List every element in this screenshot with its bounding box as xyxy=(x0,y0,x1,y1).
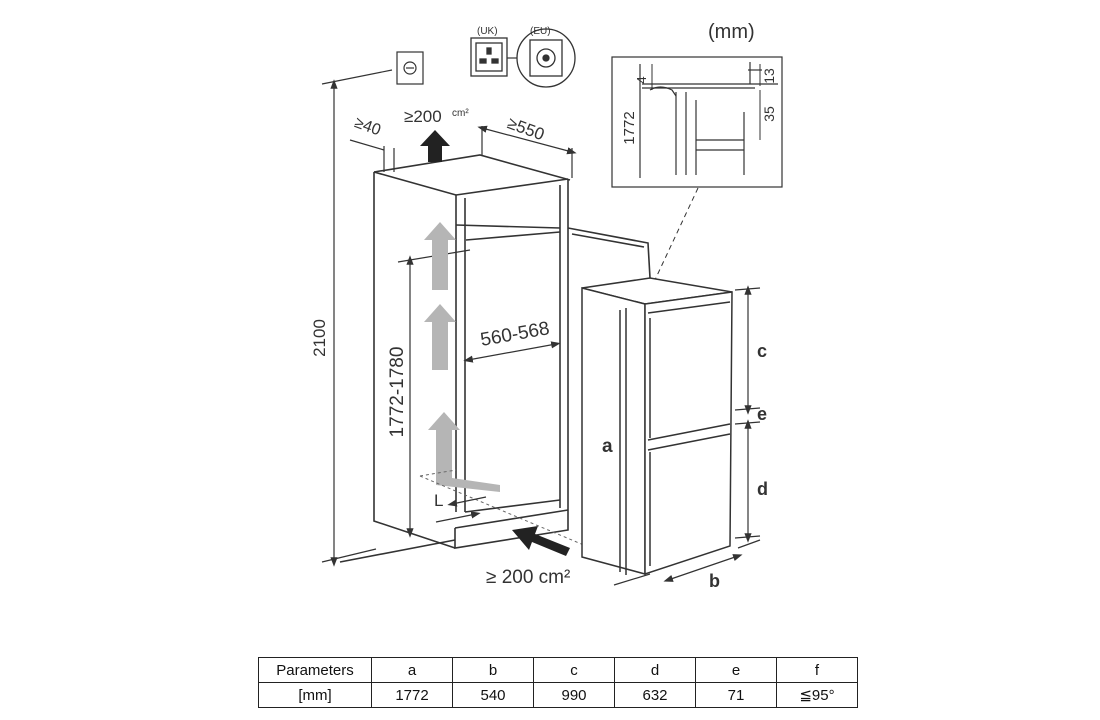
table-row: [mm] 1772 540 990 632 71 ≦95° xyxy=(258,682,858,708)
table-cell: c xyxy=(533,657,615,683)
parameters-table: Parameters a b c d e f [mm] 1772 540 990… xyxy=(258,657,858,708)
label-d: d xyxy=(757,479,768,499)
table-cell: e xyxy=(695,657,777,683)
total-height-label: 2100 xyxy=(310,319,329,357)
units-note: (mm) xyxy=(708,21,755,43)
table-cell: Parameters xyxy=(258,657,372,683)
uk-label: (UK) xyxy=(477,26,498,37)
top-gap-label: ≥40 xyxy=(352,114,383,139)
top-gap-dimension xyxy=(349,139,395,172)
bottom-vent-arrow xyxy=(512,526,570,556)
detail-inset xyxy=(611,56,783,188)
niche-width-dimension xyxy=(463,341,561,363)
earth-connection-symbol xyxy=(396,51,424,85)
table-cell: f xyxy=(776,657,858,683)
table-cell: 71 xyxy=(695,682,777,708)
table-header-row: Parameters a b c d e f xyxy=(258,657,858,683)
table-cell: a xyxy=(371,657,453,683)
detail-13-label: 13 xyxy=(761,68,777,84)
appliance xyxy=(581,277,733,576)
label-b: b xyxy=(709,571,720,591)
niche-width-label: 560-568 xyxy=(479,318,551,351)
detail-35-label: 35 xyxy=(761,106,777,122)
detail-callout-line xyxy=(653,187,699,283)
table-cell: d xyxy=(614,657,696,683)
niche-height-label: 1772-1780 xyxy=(387,347,408,438)
label-a: a xyxy=(602,436,613,457)
depth-dimension xyxy=(477,125,577,178)
table-cell: 540 xyxy=(452,682,534,708)
eu-socket-icon xyxy=(516,28,576,88)
l-label: L xyxy=(434,491,443,510)
detail-4-label: 4 xyxy=(634,76,649,83)
total-height-dimension xyxy=(321,69,393,567)
table-cell: b xyxy=(452,657,534,683)
table-cell: 990 xyxy=(533,682,615,708)
label-c: c xyxy=(757,341,767,361)
top-vent-label: ≥200 xyxy=(404,107,442,126)
top-vent-arrow xyxy=(420,130,450,162)
bottom-vent-label: ≥ 200 cm² xyxy=(486,567,570,588)
eu-label: (EU) xyxy=(530,26,551,37)
table-cell: 632 xyxy=(614,682,696,708)
detail-1772-label: 1772 xyxy=(621,111,638,144)
c-dimension xyxy=(734,285,761,543)
table-cell: ≦95° xyxy=(776,682,858,708)
label-e: e xyxy=(757,404,767,424)
top-vent-unit: cm² xyxy=(452,108,469,119)
detail-dimension-lines xyxy=(651,64,761,140)
bottom-airflow-path xyxy=(419,469,625,563)
airflow-arrows xyxy=(424,222,500,492)
b-dimension xyxy=(613,539,761,586)
table-cell: [mm] xyxy=(258,682,372,708)
l-dimension xyxy=(435,496,487,523)
table-cell: 1772 xyxy=(371,682,453,708)
uk-socket-icon xyxy=(470,37,508,77)
